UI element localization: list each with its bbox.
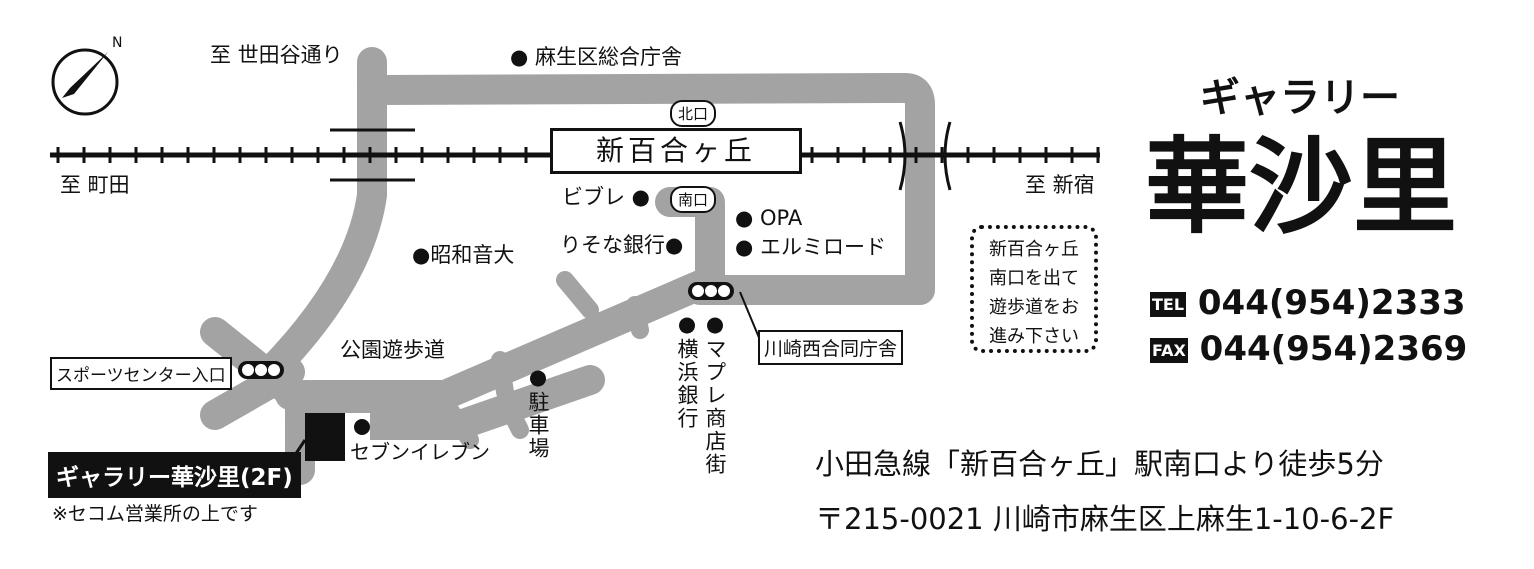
seven-eleven-dot [354, 419, 370, 435]
to-setagaya-label: 至 世田谷通り [210, 43, 343, 67]
resona-label: りそな銀行● [560, 233, 684, 257]
opa-label: ● OPA [735, 206, 803, 230]
fax-number: 044(954)2369 [1199, 329, 1468, 369]
to-machida-label: 至 町田 [60, 173, 130, 197]
gallery-subtitle: ギャラリー [1200, 75, 1400, 121]
mapre-label: ●マプレ商店街 [703, 312, 727, 476]
tel-number: 044(954)2333 [1197, 283, 1466, 323]
cross-road-2 [200, 357, 305, 430]
kawasaki-office-label: 川崎西合同庁舎 [758, 330, 904, 365]
park-walk-road [275, 270, 715, 410]
compass-icon [51, 48, 119, 116]
directions-line: 遊歩道をお [989, 297, 1079, 318]
branch-roads [441, 271, 649, 449]
traffic-light-icon [688, 282, 734, 300]
directions-line: 新百合ヶ丘 [989, 239, 1079, 260]
to-shinjuku-label: 至 新宿 [1025, 173, 1095, 197]
bridge-marks-right [898, 121, 952, 191]
loop-road [357, 47, 935, 305]
directions-box: 新百合ヶ丘 南口を出て 遊歩道をお 進み下さい [970, 225, 1098, 353]
gallery-name: 華沙里 [1145, 125, 1458, 248]
north-exit-label: 北口 [670, 100, 717, 127]
tel-line: TEL 044(954)2333 [1150, 286, 1466, 320]
directions-line: 南口を出て [989, 268, 1079, 289]
seven-eleven-label: セブンイレブン [350, 440, 490, 464]
traffic-light-icon [238, 361, 284, 379]
station-box: 新百合ヶ丘 [550, 128, 802, 174]
fax-line: FAX 044(954)2369 [1150, 332, 1467, 366]
directions-line: 進み下さい [989, 326, 1079, 347]
access-text: 小田急線「新百合ヶ丘」駅南口より徒歩5分 [815, 447, 1384, 481]
yokohama-bank-label: ●横浜銀行 [675, 312, 699, 430]
gallery-building [305, 413, 345, 461]
bridge-marks [330, 128, 415, 182]
secom-note: ※セコム営業所の上です [52, 503, 258, 525]
showa-label: ●昭和音大 [412, 243, 515, 267]
tel-icon: TEL [1150, 291, 1187, 317]
left-road [255, 75, 387, 387]
south-exit-label: 南口 [670, 186, 717, 213]
compass-north-label: N [112, 35, 123, 51]
vivre-label: ビブレ ● [562, 185, 650, 209]
park-walk-label: 公園遊歩道 [340, 338, 445, 362]
address-text: 〒215-0021 川崎市麻生区上麻生1-10-6-2F [815, 502, 1395, 536]
sports-center-label: スポーツセンター入口 [50, 357, 232, 390]
fax-icon: FAX [1150, 337, 1188, 363]
asao-office-label: ● 麻生区総合庁舎 [510, 45, 682, 69]
elmiroad-label: ● エルミロード [735, 235, 886, 259]
office-pointer [739, 291, 761, 341]
roads [200, 47, 935, 485]
gallery-location-label: ギャラリー華沙里(2F) [48, 452, 301, 498]
parking-label: ●駐車場 [526, 365, 550, 460]
